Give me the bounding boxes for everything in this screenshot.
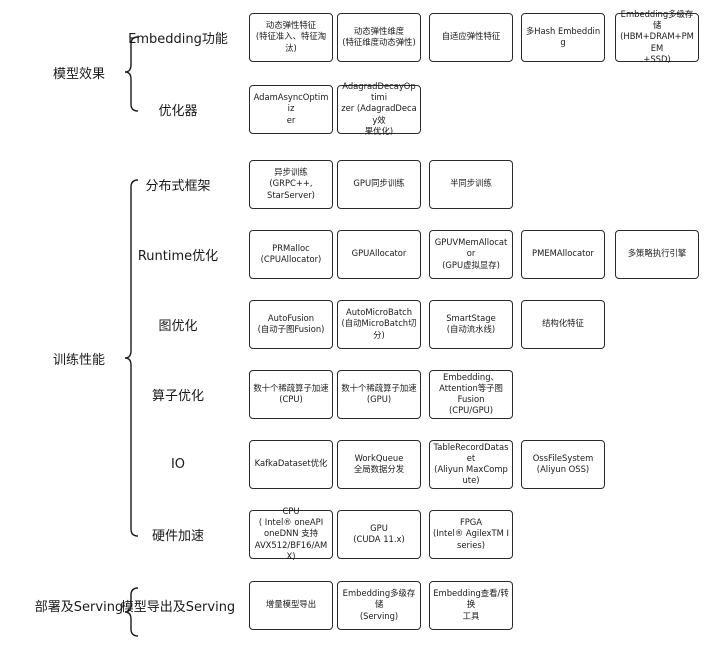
feature-box: Embedding查看/转换 工具 [429,580,513,630]
feature-box-text: 动态弹性维度 (特征维度动态弹性) [342,25,416,47]
feature-box-text: 自适应弹性特征 [441,31,501,42]
feature-box-text: WorkQueue 全局数据分发 [353,452,405,474]
feature-box-text: 多Hash Embedding [525,25,601,47]
subcategory-label: Runtime优化 [137,248,219,264]
feature-box: AdagradDecayOptimi zer (AdagradDecay效 果优… [337,81,421,136]
curly-brace [124,587,139,637]
feature-box: AutoFusion (自动子图Fusion) [249,299,333,349]
feature-box-text: KafkaDataset优化 [254,458,328,469]
feature-box-text: PRMalloc (CPUAllocator) [260,242,322,264]
feature-box: CPU ( Intel® oneAPI oneDNN 支持 AVX512/BF1… [249,506,333,561]
feature-box: 数十个稀疏算子加速 (GPU) [337,369,421,419]
feature-box: 半同步训练 [429,159,513,209]
subcategory-label: 模型导出及Serving [120,599,236,615]
feature-box: 增量模型导出 [249,580,333,630]
feature-box: GPUAllocator [337,229,421,279]
feature-box-text: PMEMAllocator [532,248,594,259]
feature-box: Embedding多级存储 (HBM+DRAM+PMEM +SSD) [615,9,699,64]
feature-box: 动态弹性特征 (特征准入、特征淘汰) [249,12,333,62]
feature-box-text: AdagradDecayOptimi zer (AdagradDecay效 果优… [341,81,417,136]
subcategory-label: 算子优化 [151,388,204,404]
feature-box: 多Hash Embedding [521,12,605,62]
feature-box: Embedding多级存储 (Serving) [337,580,421,630]
feature-box-text: 异步训练 (GRPC++, StarServer) [267,167,315,200]
feature-box: FPGA (Intel® AgilexTM I series) [429,509,513,559]
feature-box: Embedding、 Attention等子图 Fusion (CPU/GPU) [429,369,513,419]
feature-box: 异步训练 (GRPC++, StarServer) [249,159,333,209]
feature-box-text: Embedding多级存储 (Serving) [342,588,416,621]
feature-box-text: 半同步训练 [450,178,492,189]
feature-box-text: GPU (CUDA 11.x) [353,522,405,544]
feature-box: SmartStage (自动流水线) [429,299,513,349]
feature-box: 结构化特征 [521,299,605,349]
curly-brace [124,36,139,112]
subcategory-label: 硬件加速 [151,528,204,544]
feature-box: 多策略执行引擎 [615,229,699,279]
subcategory-label: Embedding功能 [128,31,228,47]
feature-box-text: Embedding、 Attention等子图 Fusion (CPU/GPU) [439,371,503,416]
category-label: 模型效果 [52,66,105,82]
feature-box: GPU (CUDA 11.x) [337,509,421,559]
feature-box-text: 数十个稀疏算子加速 (CPU) [253,382,329,404]
feature-box: AutoMicroBatch (自动MicroBatch切分) [337,299,421,349]
feature-box-text: GPUVMemAllocator (GPU虚拟显存) [434,237,508,270]
feature-box-text: CPU ( Intel® oneAPI oneDNN 支持 AVX512/BF1… [254,506,328,561]
feature-box-text: OssFileSystem (Aliyun OSS) [532,452,594,474]
feature-box-text: Embedding查看/转换 工具 [433,588,509,621]
feature-box: 自适应弹性特征 [429,12,513,62]
feature-box: PMEMAllocator [521,229,605,279]
feature-box-text: 结构化特征 [542,318,584,329]
feature-box: OssFileSystem (Aliyun OSS) [521,439,605,489]
feature-box-text: 动态弹性特征 (特征准入、特征淘汰) [255,20,327,53]
subcategory-label: 优化器 [158,103,198,119]
feature-box-text: AdamAsyncOptimiz er [253,92,329,125]
feature-box: 数十个稀疏算子加速 (CPU) [249,369,333,419]
subcategory-label: IO [170,456,186,472]
feature-box: 动态弹性维度 (特征维度动态弹性) [337,12,421,62]
feature-box: WorkQueue 全局数据分发 [337,439,421,489]
category-label: 部署及Serving [34,599,124,615]
curly-brace [124,179,139,537]
feature-box-text: Embedding多级存储 (HBM+DRAM+PMEM +SSD) [620,9,694,64]
subcategory-label: 图优化 [158,318,198,334]
feature-box-text: GPU同步训练 [353,178,405,189]
feature-box-text: SmartStage (自动流水线) [446,312,496,334]
feature-box: GPUVMemAllocator (GPU虚拟显存) [429,229,513,279]
feature-box-text: AutoFusion (自动子图Fusion) [257,312,325,334]
feature-box-text: TableRecordDataset (Aliyun MaxCompute) [433,441,509,486]
feature-box-text: GPUAllocator [351,248,407,259]
category-label: 训练性能 [52,352,105,368]
feature-box: GPU同步训练 [337,159,421,209]
feature-box-text: 数十个稀疏算子加速 (GPU) [341,382,417,404]
feature-box-text: AutoMicroBatch (自动MicroBatch切分) [341,307,417,340]
subcategory-label: 分布式框架 [145,178,211,194]
feature-box: TableRecordDataset (Aliyun MaxCompute) [429,439,513,489]
feature-box-text: FPGA (Intel® AgilexTM I series) [433,517,509,550]
feature-box: KafkaDataset优化 [249,439,333,489]
feature-box: PRMalloc (CPUAllocator) [249,229,333,279]
feature-box-text: 增量模型导出 [265,599,317,610]
feature-box: AdamAsyncOptimiz er [249,84,333,134]
feature-box-text: 多策略执行引擎 [627,248,687,259]
